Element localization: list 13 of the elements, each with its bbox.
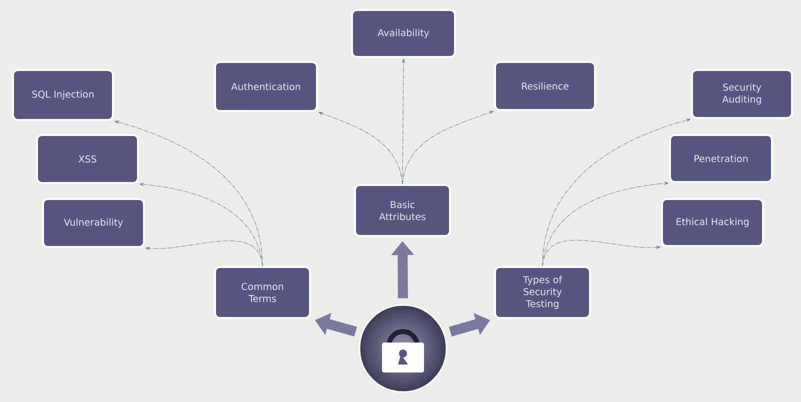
process-box: Ethical Hacking bbox=[661, 198, 764, 247]
process-box: Security Auditing bbox=[691, 69, 793, 119]
process-box: Availability bbox=[351, 9, 456, 58]
process-box: XSS bbox=[36, 134, 139, 184]
process-box: Types of Security Testing bbox=[494, 266, 591, 319]
process-box: Vulnerability bbox=[42, 198, 145, 248]
process-box: SQL Injection bbox=[12, 69, 114, 121]
process-box: Authentication bbox=[214, 61, 318, 112]
process-box: Common Terms bbox=[214, 266, 311, 319]
lock-drawing bbox=[358, 304, 448, 393]
process-box: Basic Attributes bbox=[354, 184, 451, 237]
process-box: Penetration bbox=[669, 134, 773, 183]
process-box: Resilience bbox=[494, 61, 596, 111]
